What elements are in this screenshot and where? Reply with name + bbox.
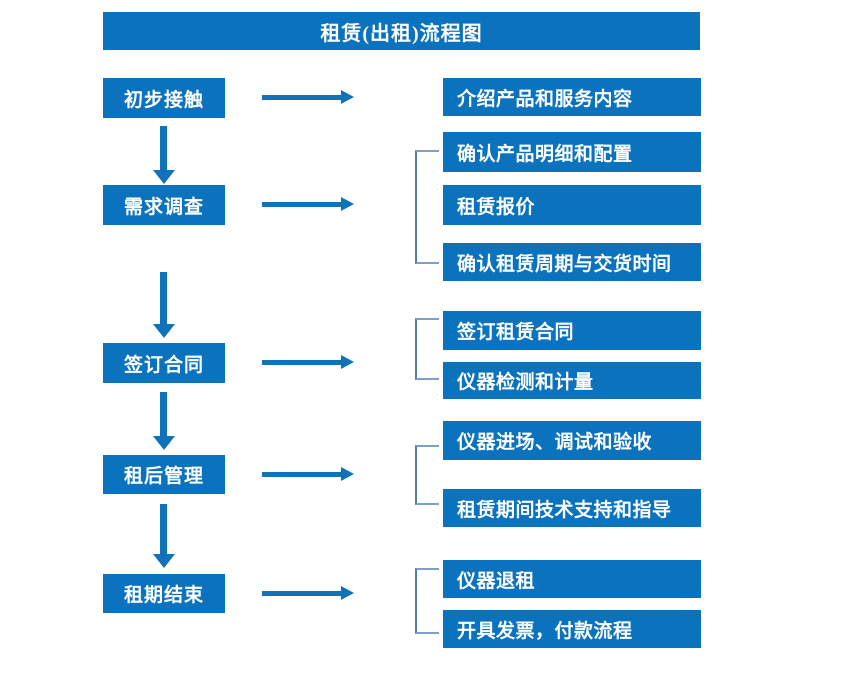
flow-arrow-down-1 xyxy=(153,126,175,184)
detail-box-rental-quote[interactable]: 租赁报价 xyxy=(443,185,701,225)
stage-box-sign-contract[interactable]: 签订合同 xyxy=(103,343,225,383)
group-bracket-post-rental xyxy=(415,445,439,505)
detail-box-invoice-payment[interactable]: 开具发票，付款流程 xyxy=(443,610,701,648)
flow-arrow-down-2 xyxy=(153,272,175,338)
stage-box-rental-end[interactable]: 租期结束 xyxy=(103,574,225,613)
link-arrow-right-2 xyxy=(262,195,354,215)
detail-box-instrument-onsite-commissioning[interactable]: 仪器进场、调试和验收 xyxy=(443,421,701,460)
stage-box-post-rental-management[interactable]: 租后管理 xyxy=(103,455,225,494)
diagram-title: 租赁(出租)流程图 xyxy=(103,12,700,50)
detail-box-confirm-product-details[interactable]: 确认产品明细和配置 xyxy=(443,132,701,172)
link-arrow-right-5 xyxy=(262,584,354,604)
detail-box-confirm-period-delivery[interactable]: 确认租赁周期与交货时间 xyxy=(443,243,701,281)
detail-box-introduce-products[interactable]: 介绍产品和服务内容 xyxy=(443,78,701,116)
link-arrow-right-3 xyxy=(262,353,354,373)
detail-box-instrument-return[interactable]: 仪器退租 xyxy=(443,560,701,598)
flow-arrow-down-4 xyxy=(153,504,175,568)
stage-box-initial-contact[interactable]: 初步接触 xyxy=(103,78,225,118)
link-arrow-right-4 xyxy=(262,465,354,485)
group-bracket-needs-survey xyxy=(415,150,439,264)
detail-box-sign-rental-contract[interactable]: 签订租赁合同 xyxy=(443,311,701,350)
stage-box-needs-survey[interactable]: 需求调查 xyxy=(103,185,225,225)
detail-box-instrument-inspection[interactable]: 仪器检测和计量 xyxy=(443,362,701,399)
flow-arrow-down-3 xyxy=(153,392,175,450)
group-bracket-sign-contract xyxy=(415,318,439,380)
link-arrow-right-1 xyxy=(262,88,354,108)
detail-box-technical-support[interactable]: 租赁期间技术支持和指导 xyxy=(443,489,701,527)
group-bracket-rental-end xyxy=(415,568,439,634)
